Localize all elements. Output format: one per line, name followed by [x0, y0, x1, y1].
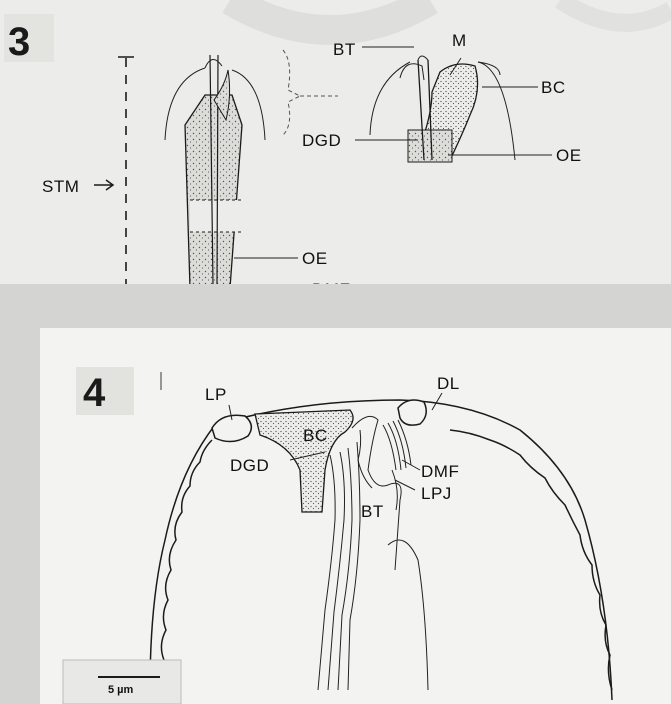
label-stm: STM	[42, 177, 79, 196]
figure-4-paper	[40, 328, 671, 704]
figure-3-panel: 3 STM	[0, 0, 671, 299]
label-bc-fig3: BC	[541, 78, 566, 97]
scale-bar-label: 5 µm	[108, 684, 134, 696]
label-bt-fig4: BT	[361, 502, 384, 521]
label-dmf-fig4: DMF	[421, 462, 459, 481]
label-dl-fig4: DL	[437, 374, 460, 393]
label-dgd-fig4: DGD	[230, 456, 269, 475]
label-bc-fig4: BC	[303, 426, 328, 445]
scale-bar-box	[63, 660, 181, 704]
label-m-fig3: M	[452, 31, 467, 50]
label-dgd-fig3: DGD	[302, 131, 341, 150]
label-oe-right-fig3: OE	[556, 146, 582, 165]
lip-dl	[398, 400, 426, 425]
label-bt-fig3: BT	[333, 40, 356, 59]
figure-4-number: 4	[83, 371, 106, 415]
figure-4-panel: 4	[0, 284, 671, 704]
label-oe-bottom-fig3: OE	[302, 249, 328, 268]
figure-3-number: 3	[8, 20, 30, 64]
label-lpj-fig4: LPJ	[421, 484, 452, 503]
label-lp-fig4: LP	[205, 385, 227, 404]
